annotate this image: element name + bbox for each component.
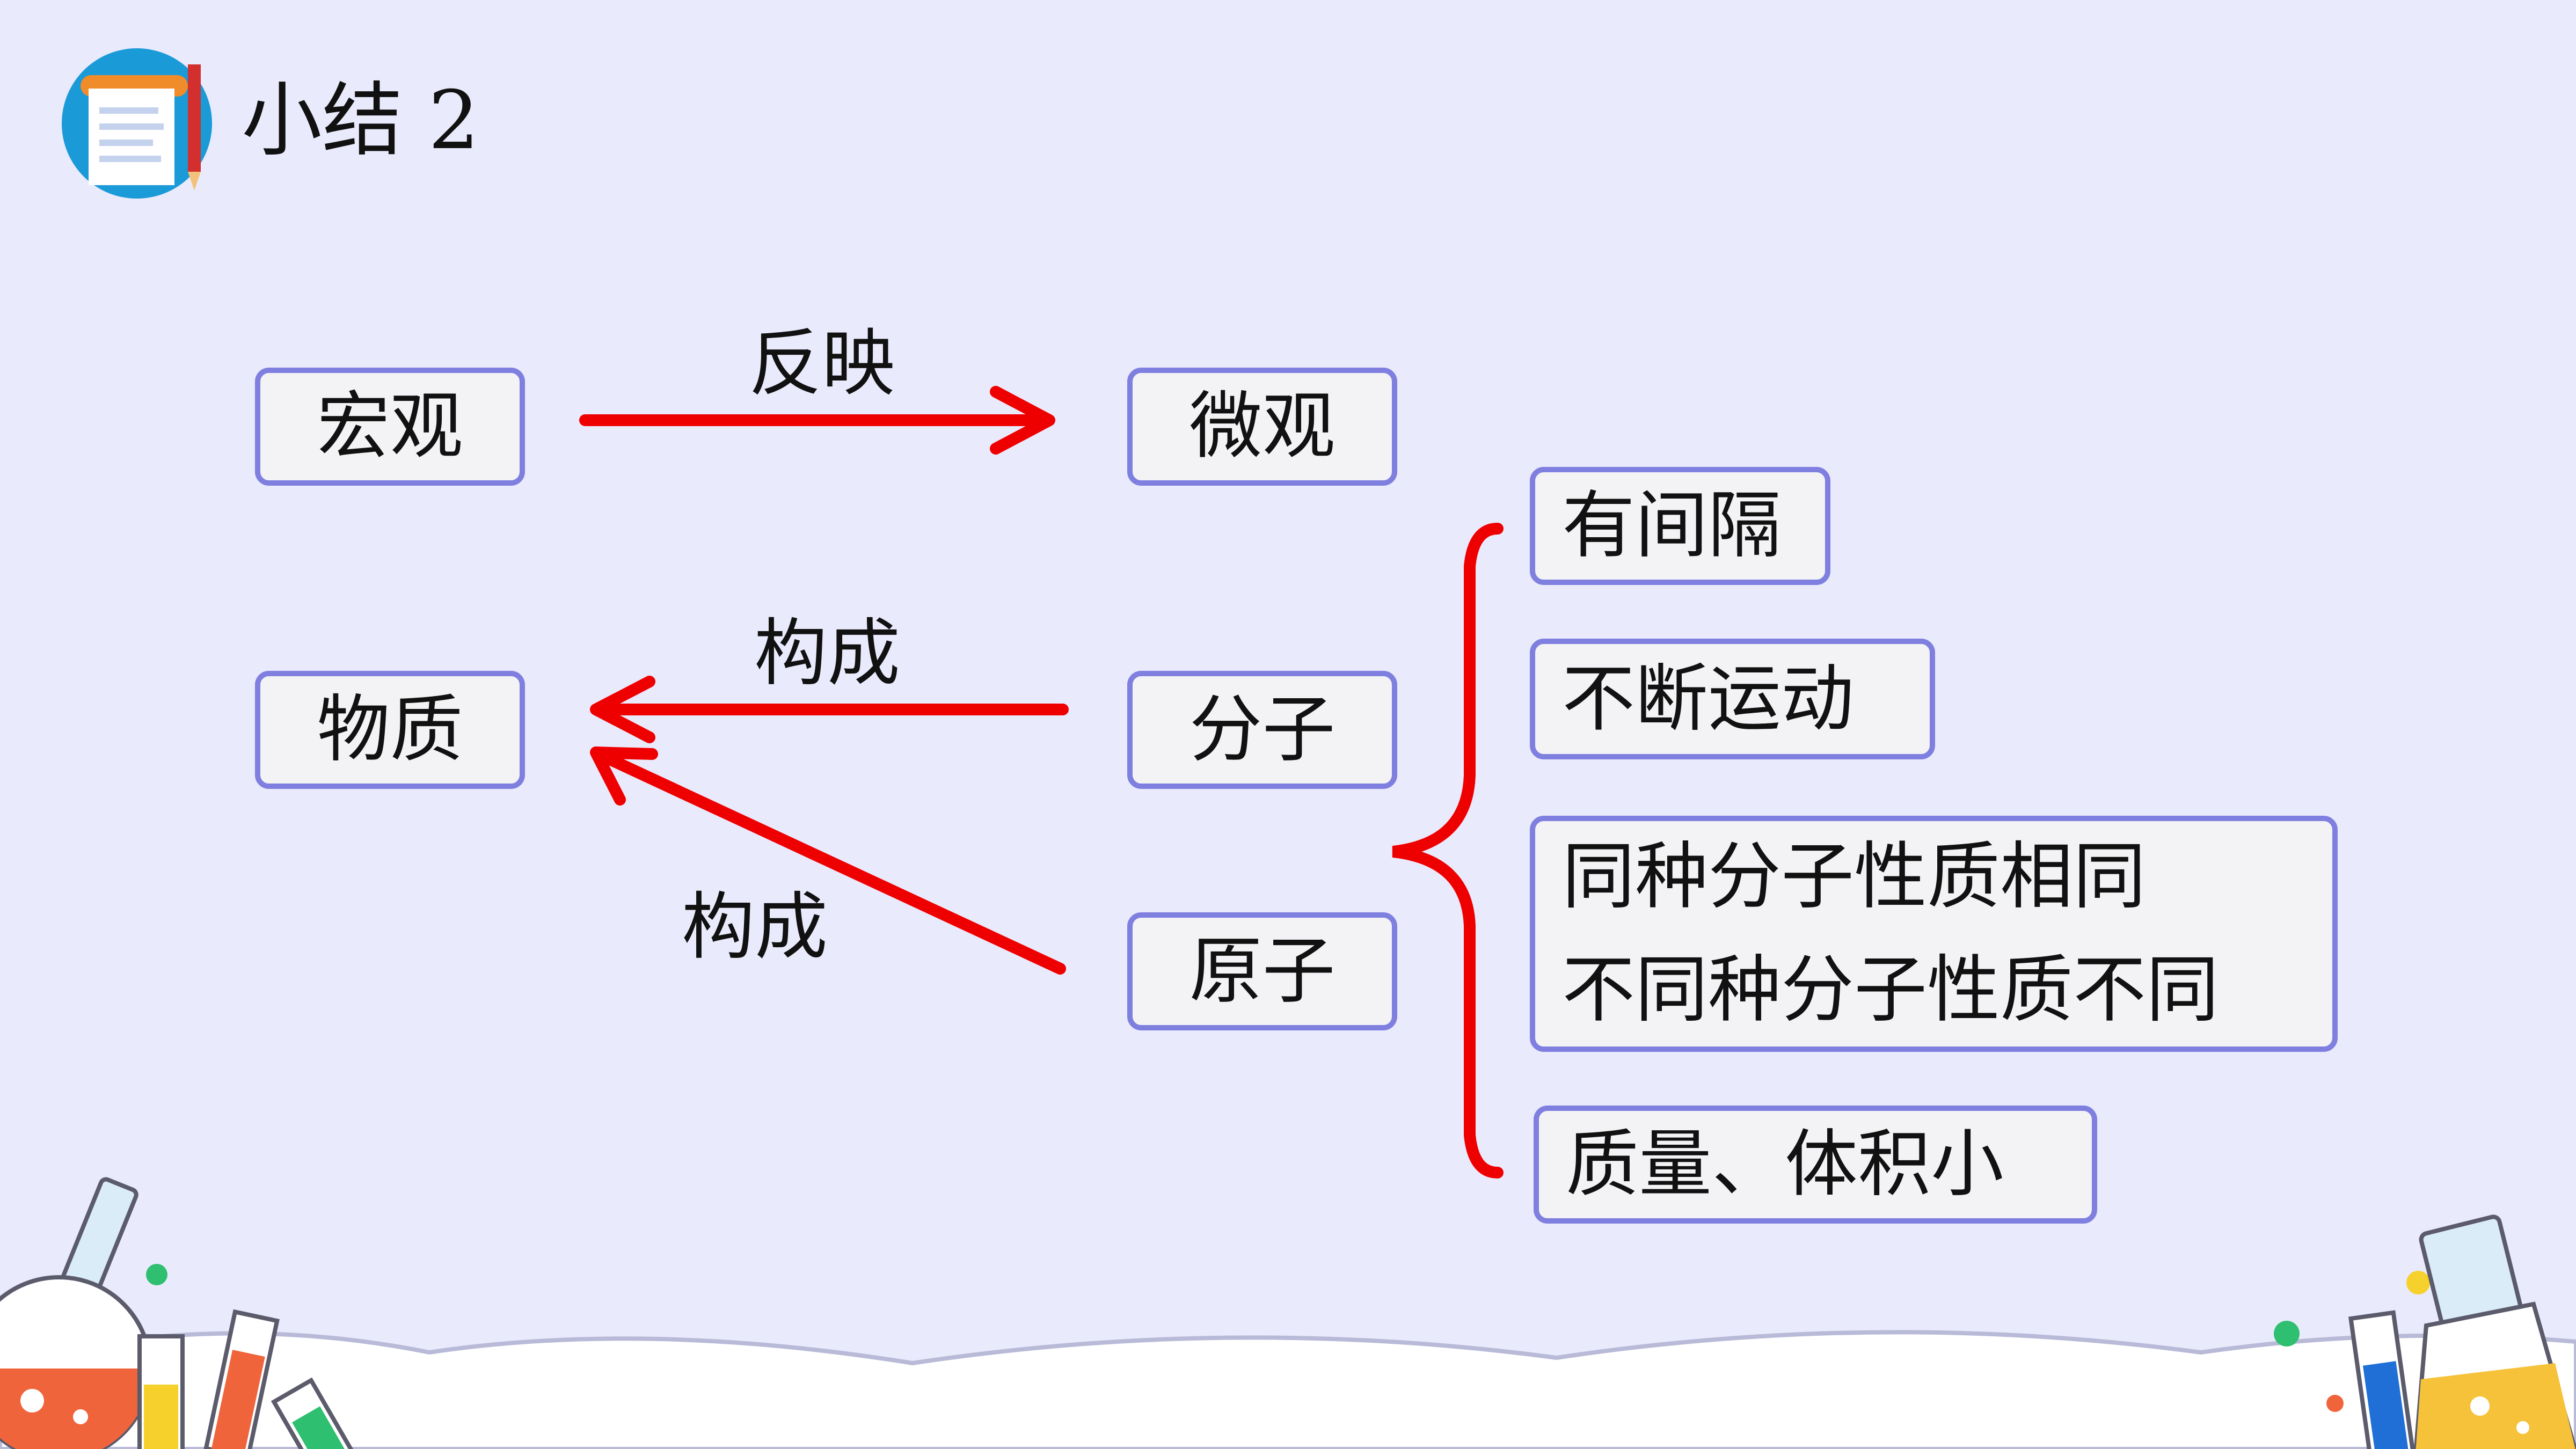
- property-gaps: 有间隔: [1530, 467, 1830, 585]
- edge-label-reflect: 反映: [749, 321, 895, 406]
- edge-label-compose-atom: 构成: [682, 885, 828, 970]
- edge-label-compose-molecule: 构成: [754, 611, 900, 696]
- arrow-atom-head: [590, 747, 658, 806]
- property-motion: 不断运动: [1530, 639, 1935, 759]
- test-tube-icon: [2274, 1214, 2576, 1449]
- property-small: 质量、体积小: [1534, 1106, 2097, 1224]
- property-same-kind-line2: 不同种分子性质不同: [1562, 948, 2219, 1033]
- decoration-hills: [0, 1330, 2576, 1449]
- node-matter: 物质: [255, 671, 525, 789]
- flask-icon: [0, 1177, 363, 1449]
- curly-brace: [1392, 523, 1504, 1179]
- notebook-icon: [62, 48, 212, 199]
- arrow-reflect-head: [990, 386, 1055, 455]
- page-title: 小结 2: [242, 74, 480, 167]
- node-micro: 微观: [1127, 368, 1397, 486]
- arrow-molecule-head: [590, 676, 655, 743]
- node-molecule: 分子: [1127, 671, 1397, 789]
- property-same-kind: 同种分子性质相同 不同种分子性质不同: [1530, 816, 2338, 1052]
- property-same-kind-line1: 同种分子性质相同: [1562, 835, 2146, 920]
- arrow-atom-line: [593, 748, 1066, 975]
- node-atom: 原子: [1127, 912, 1397, 1030]
- node-macro: 宏观: [255, 368, 525, 486]
